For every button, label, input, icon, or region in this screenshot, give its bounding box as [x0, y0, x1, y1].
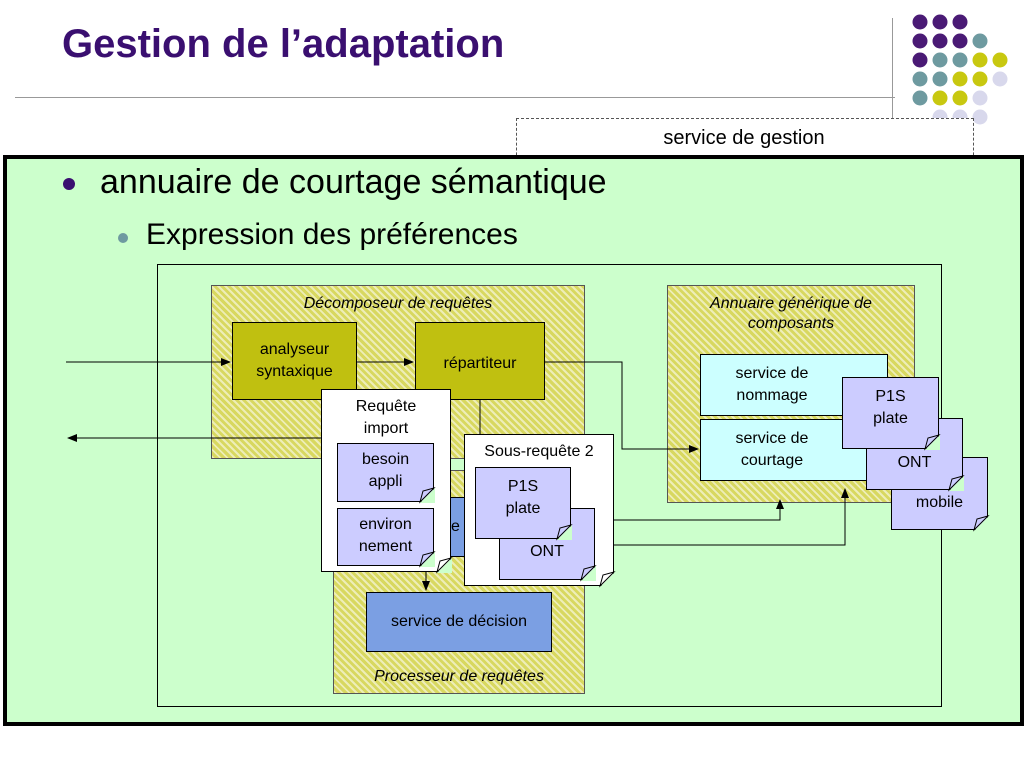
- p1s-label-right: P1S plate: [873, 388, 908, 427]
- service-decision-label: service de décision: [390, 613, 528, 630]
- service-nommage-label: service de nommage: [735, 365, 809, 404]
- bullet-1-text: annuaire de courtage sémantique: [100, 163, 607, 201]
- folded-corner: [419, 551, 436, 568]
- fold-cutout: [600, 572, 615, 587]
- bullet-1-dot: [63, 178, 75, 190]
- requete-import-title: Requête import: [355, 398, 417, 437]
- service-decision-box: service de décision: [366, 592, 552, 652]
- repartiteur-box: répartiteur: [415, 322, 545, 400]
- decorative-dot: [952, 14, 968, 30]
- decorative-dot: [912, 52, 928, 68]
- annuaire-title: Annuaire générique de composants: [710, 295, 872, 332]
- vertical-divider-line: [892, 18, 893, 160]
- fold-cutout: [949, 476, 964, 491]
- mobile-label: mobile: [915, 494, 964, 511]
- analyseur-label: analyseur syntaxique: [256, 341, 333, 380]
- fold-cutout: [557, 525, 572, 540]
- background-service-label: service de gestion: [663, 127, 825, 149]
- decorative-dot: [972, 52, 988, 68]
- ont-label: ONT: [530, 543, 564, 560]
- analyseur-syntaxique-box: analyseur syntaxique: [232, 322, 357, 400]
- bullet-2-text: Expression des préférences: [146, 218, 518, 251]
- decorative-dot: [992, 71, 1008, 87]
- bullet-2-dot: [118, 233, 128, 243]
- decorative-dot: [932, 52, 948, 68]
- slide-title: Gestion de l’adaptation: [62, 22, 505, 66]
- decorative-dot: [952, 90, 968, 106]
- fold-cutout: [925, 435, 940, 450]
- service-courtage-label: service de courtage: [735, 430, 809, 469]
- decorative-dot: [932, 90, 948, 106]
- decorative-dot: [972, 33, 988, 49]
- title-divider-line: [15, 97, 895, 98]
- decorative-dot: [972, 71, 988, 87]
- decomposer-title: Décomposeur de requêtes: [303, 295, 493, 312]
- repartiteur-label: répartiteur: [443, 355, 517, 372]
- p1s-document: P1S plate: [475, 467, 571, 539]
- processor-partial-label: e: [451, 518, 460, 535]
- folded-corner: [599, 571, 616, 588]
- decorative-dot: [972, 90, 988, 106]
- folded-corner: [580, 565, 597, 582]
- folded-corner: [948, 475, 965, 492]
- besoin-appli-label: besoin appli: [362, 451, 410, 490]
- decorative-dot: [952, 52, 968, 68]
- decorative-dot: [912, 33, 928, 49]
- folded-corner: [924, 434, 941, 451]
- folded-corner: [419, 487, 436, 504]
- fold-cutout: [420, 488, 435, 503]
- fold-cutout: [420, 552, 435, 567]
- folded-corner: [436, 557, 453, 574]
- fold-cutout: [437, 558, 452, 573]
- besoin-appli-document: besoin appli: [337, 443, 434, 502]
- decorative-dot: [912, 71, 928, 87]
- decorative-dot: [912, 14, 928, 30]
- decorative-dot: [972, 109, 988, 125]
- decorative-dot: [912, 90, 928, 106]
- decorative-dot: [952, 33, 968, 49]
- service-nommage-box: service de nommage: [700, 354, 888, 416]
- sous-requete-title: Sous-requête 2: [484, 443, 594, 460]
- decorative-dot: [932, 33, 948, 49]
- fold-cutout: [974, 516, 989, 531]
- fold-cutout: [581, 566, 596, 581]
- decorative-dot: [952, 71, 968, 87]
- environnement-document: environ nement: [337, 508, 434, 566]
- ont-label-right: ONT: [897, 454, 932, 471]
- decorative-dot: [932, 14, 948, 30]
- processor-title: Processeur de requêtes: [374, 668, 544, 685]
- p1s-label: P1S plate: [505, 478, 541, 517]
- environnement-label: environ nement: [358, 516, 413, 555]
- folded-corner: [973, 515, 990, 532]
- decorative-dot: [992, 52, 1008, 68]
- folded-corner: [556, 524, 573, 541]
- decorative-dot: [932, 71, 948, 87]
- p1s-document-right: P1S plate: [842, 377, 939, 449]
